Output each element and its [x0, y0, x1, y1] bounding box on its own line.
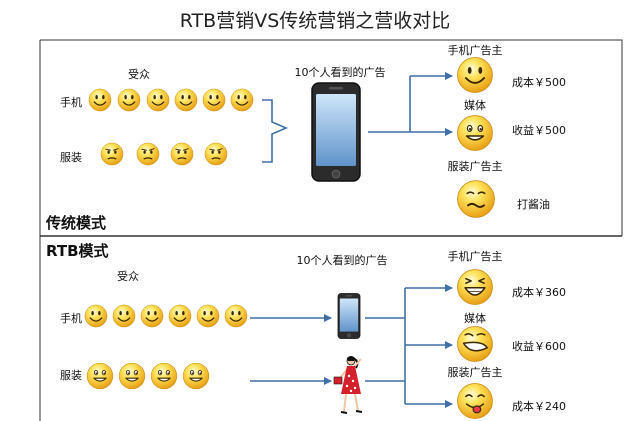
trad-clothing-advertiser-label: 服装广告主: [447, 160, 503, 173]
trad-row-clothing-label: 服装: [60, 151, 82, 164]
trad-ad-seen-label: 10个人看到的广告: [294, 66, 386, 79]
rtb-clothing-advertiser-label: 服装广告主: [447, 366, 503, 379]
trad-cost-label: 成本￥500: [512, 76, 566, 89]
rtb-media-label: 媒体: [464, 312, 486, 325]
grinning-face-icon: [86, 362, 114, 390]
trad-section-label: 传统模式: [46, 214, 107, 232]
smiley-face-icon: [196, 304, 220, 328]
traditional-brace: [262, 99, 289, 163]
smiley-face-icon: [174, 88, 198, 112]
trad-media-label: 媒体: [464, 99, 486, 112]
trad-wasted-label: 打酱油: [517, 198, 550, 211]
smiley-face-icon: [84, 304, 108, 328]
grinning-face-icon: [457, 115, 493, 151]
trad-phone-advertiser-label: 手机广告主: [447, 44, 503, 57]
rtb-section-label: RTB模式: [46, 242, 109, 260]
rtb-ad-seen-label: 10个人看到的广告: [296, 254, 388, 267]
rtb-row-clothing-label: 服装: [60, 369, 82, 382]
trad-revenue-label: 收益￥500: [512, 124, 566, 137]
trad-row-phone-label: 手机: [60, 96, 82, 109]
page-title: RTB营销VS传统营销之营收对比: [179, 10, 451, 32]
tongue-face-icon: [457, 383, 493, 419]
smiley-face-icon: [146, 88, 170, 112]
traditional-frame: [39, 39, 623, 236]
rtb-clothing-cost-label: 成本￥240: [512, 400, 566, 413]
confused-face-icon: [204, 142, 228, 166]
smiley-face-icon: [88, 88, 112, 112]
shopping-woman-icon: [333, 356, 363, 414]
rtb-phone-cost-label: 成本￥360: [512, 286, 566, 299]
rtb-audience-label: 受众: [117, 270, 139, 283]
grinning-face-icon: [182, 362, 210, 390]
wavy-face-icon: [457, 180, 495, 218]
smiley-face-icon: [202, 88, 226, 112]
smiley-face-icon: [457, 57, 493, 93]
confused-face-icon: [136, 142, 160, 166]
rtb-revenue-label: 收益￥600: [512, 340, 566, 353]
grinning-face-icon: [150, 362, 178, 390]
grinning-face-icon: [118, 362, 146, 390]
smiley-face-icon: [224, 304, 248, 328]
smartphone-icon: [311, 82, 361, 182]
confused-face-icon: [100, 142, 124, 166]
trad-audience-label: 受众: [128, 68, 150, 81]
smartphone-icon: [337, 293, 361, 339]
smiley-face-icon: [230, 88, 254, 112]
smiley-face-icon: [168, 304, 192, 328]
laughing-face-icon: [457, 269, 493, 305]
laughing-face-icon: [457, 326, 493, 362]
confused-face-icon: [170, 142, 194, 166]
rtb-row-phone-label: 手机: [60, 312, 82, 325]
smiley-face-icon: [140, 304, 164, 328]
smiley-face-icon: [117, 88, 141, 112]
smiley-face-icon: [112, 304, 136, 328]
rtb-phone-advertiser-label: 手机广告主: [447, 250, 503, 263]
